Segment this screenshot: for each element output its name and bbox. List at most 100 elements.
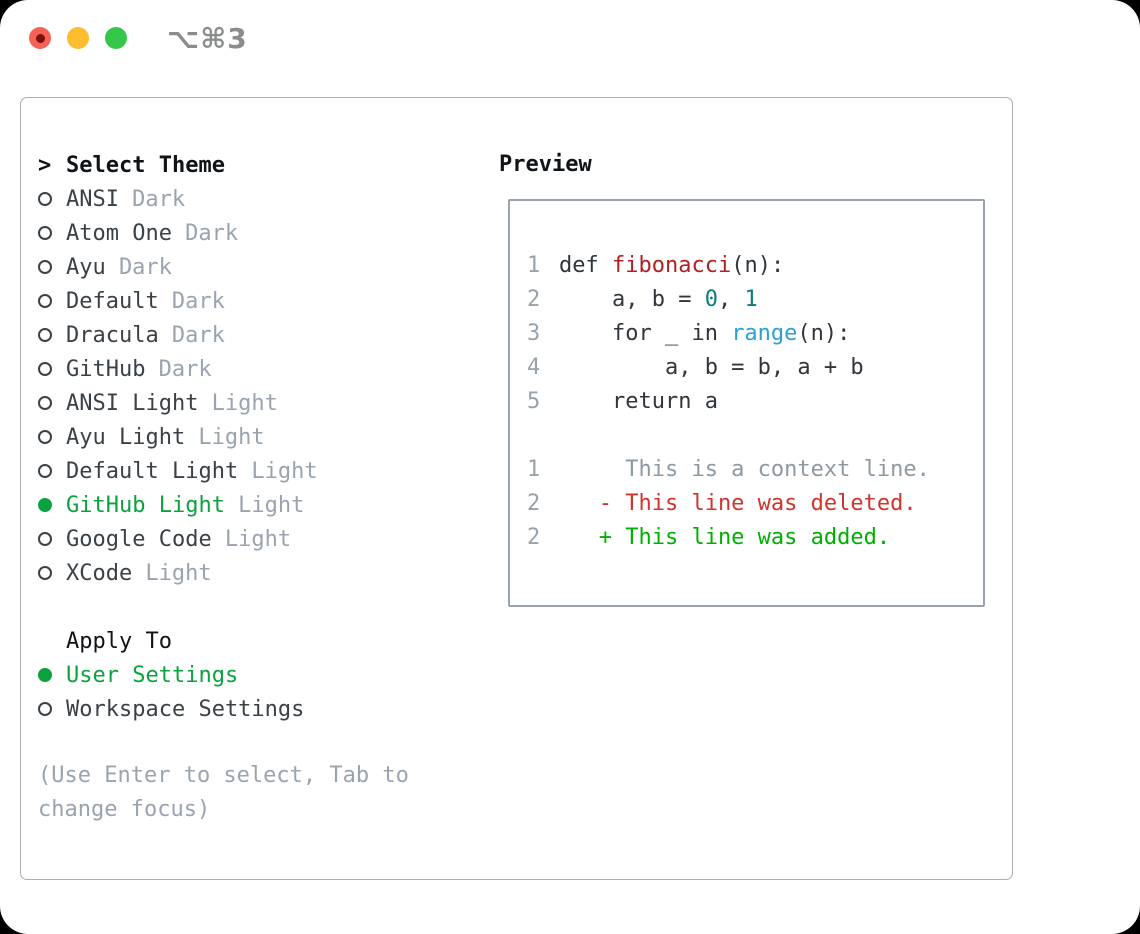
theme-option-dracula[interactable]: Dracula Dark: [38, 318, 318, 352]
radio-unselected-icon: [38, 430, 66, 444]
code-line: 1 def fibonacci(n):: [527, 249, 975, 283]
theme-variant-label: Dark: [132, 186, 186, 212]
code-segment-code: return a: [559, 389, 718, 414]
theme-option-label: ANSI: [66, 186, 119, 212]
maximize-button[interactable]: [105, 27, 127, 49]
prompt-icon: >: [38, 152, 52, 178]
theme-option-github-light[interactable]: GitHub Light Light: [38, 488, 318, 522]
line-number: 1: [527, 253, 541, 278]
theme-variant-label: Dark: [185, 220, 239, 246]
code-line: 4 a, b = b, a + b: [527, 351, 975, 385]
theme-option-label: Google Code: [66, 526, 212, 552]
line-number: 3: [527, 321, 541, 346]
radio-unselected-icon: [38, 362, 66, 376]
apply-to-option-label: Workspace Settings: [66, 696, 305, 722]
code-segment-code: ,: [717, 287, 745, 312]
radio-unselected-icon: [38, 566, 66, 580]
apply-to-title: Apply To: [66, 628, 172, 654]
code-segment-func: fibonacci: [611, 253, 732, 278]
radio-unselected-icon: [38, 532, 66, 546]
theme-option-default[interactable]: Default Dark: [38, 284, 318, 318]
theme-option-label: Default Light: [66, 458, 239, 484]
code-segment-added: + This line was added.: [559, 525, 891, 550]
theme-option-xcode[interactable]: XCode Light: [38, 556, 318, 590]
code-segment-num: 0: [704, 287, 718, 312]
theme-variant-label: Light: [224, 526, 292, 552]
theme-variant-label: Light: [238, 492, 305, 518]
theme-option-ayu[interactable]: Ayu Dark: [38, 250, 318, 284]
close-dot-icon: [35, 33, 45, 43]
code-line: 5 return a: [527, 385, 975, 419]
theme-option-label: GitHub Light: [66, 492, 225, 518]
theme-variant-label: Light: [251, 458, 318, 484]
theme-option-label: Default: [66, 288, 159, 314]
apply-to-option-label: User Settings: [66, 662, 239, 688]
radio-unselected-icon: [38, 702, 66, 716]
theme-variant-label: Light: [145, 560, 212, 586]
radio-unselected-icon: [38, 464, 66, 478]
theme-option-label: Atom One: [66, 220, 172, 246]
select-theme-title: Select Theme: [66, 152, 225, 178]
code-segment-code: (n):: [731, 253, 785, 278]
line-number: 1: [527, 457, 541, 482]
radio-selected-icon: [38, 668, 66, 682]
line-number: 2: [527, 525, 541, 550]
code-segment-builtin: range: [731, 321, 798, 346]
blank-line: [527, 419, 975, 453]
window-title: ⌥⌘3: [167, 22, 248, 55]
preview-title: Preview: [499, 152, 592, 177]
radio-unselected-icon: [38, 260, 66, 274]
theme-option-label: Dracula: [66, 322, 159, 348]
theme-option-atom-one[interactable]: Atom One Dark: [38, 216, 318, 250]
theme-option-label: Ayu: [66, 254, 106, 280]
code-segment-code: def: [559, 253, 612, 278]
code-segment-num: 1: [744, 287, 758, 312]
code-segment-deleted: - This line was deleted.: [559, 491, 917, 516]
theme-variant-label: Light: [198, 424, 265, 450]
radio-unselected-icon: [38, 294, 66, 308]
code-segment-code: a, b = b, a + b: [559, 355, 864, 380]
radio-unselected-icon: [38, 328, 66, 342]
radio-unselected-icon: [38, 192, 66, 206]
diff-context-line: 1 This is a context line.: [527, 453, 975, 487]
radio-selected-icon: [38, 498, 66, 512]
code-segment-context: This is a context line.: [559, 457, 930, 482]
select-theme-header: > Select Theme: [38, 148, 318, 182]
theme-option-label: Ayu Light: [66, 424, 186, 450]
apply-to-option-workspace-settings[interactable]: Workspace Settings: [38, 692, 318, 726]
theme-variant-label: Dark: [171, 288, 225, 314]
theme-variant-label: Light: [211, 390, 278, 416]
code-line: 2 a, b = 0, 1: [527, 283, 975, 317]
diff-added-line: 2 + This line was added.: [527, 521, 975, 555]
theme-option-default-light[interactable]: Default Light Light: [38, 454, 318, 488]
radio-unselected-icon: [38, 396, 66, 410]
titlebar: ⌥⌘3: [0, 0, 1140, 76]
apply-to-header: Apply To: [38, 624, 318, 658]
diff-deleted-line: 2 - This line was deleted.: [527, 487, 975, 521]
close-button[interactable]: [29, 27, 51, 49]
code-line: 3 for _ in range(n):: [527, 317, 975, 351]
theme-option-ansi[interactable]: ANSI Dark: [38, 182, 318, 216]
theme-option-label: XCode: [66, 560, 133, 586]
theme-option-google-code[interactable]: Google Code Light: [38, 522, 318, 556]
code-segment-code: a, b =: [559, 287, 705, 312]
code-segment-code: (n):: [797, 321, 851, 346]
theme-variant-label: Dark: [118, 254, 172, 280]
line-number: 2: [527, 491, 541, 516]
line-number: 5: [527, 389, 541, 414]
theme-variant-label: Dark: [171, 322, 225, 348]
line-number: 2: [527, 287, 541, 312]
spacer-row: [38, 590, 318, 624]
theme-option-ayu-light[interactable]: Ayu Light Light: [38, 420, 318, 454]
radio-unselected-icon: [38, 226, 66, 240]
apply-to-option-user-settings[interactable]: User Settings: [38, 658, 318, 692]
minimize-button[interactable]: [67, 27, 89, 49]
theme-option-label: GitHub: [66, 356, 146, 382]
